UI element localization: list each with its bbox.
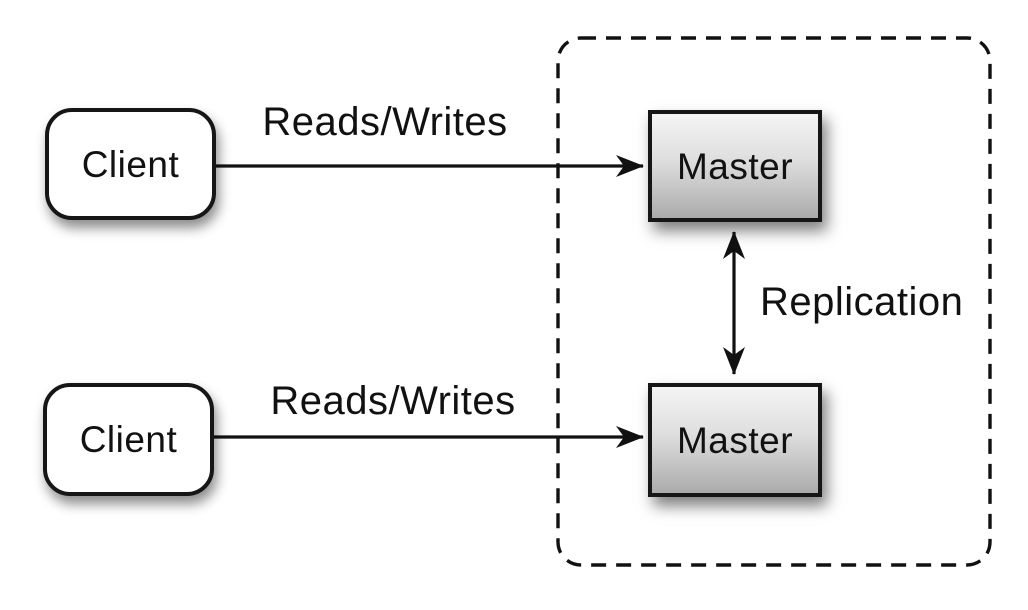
client-node-bottom-label: Client xyxy=(79,419,178,460)
reads-writes-label-top: Reads/Writes xyxy=(262,100,508,144)
replication-label: Replication xyxy=(760,280,964,324)
client-node-top: Client xyxy=(45,108,216,220)
client-node-bottom: Client xyxy=(43,383,214,496)
reads-writes-label-bottom: Reads/Writes xyxy=(270,379,516,423)
client-node-top-label: Client xyxy=(81,143,180,185)
master-node-top: Master xyxy=(648,110,822,222)
master-node-top-label: Master xyxy=(676,145,794,187)
master-node-bottom: Master xyxy=(648,383,822,497)
master-node-bottom-label: Master xyxy=(676,419,794,461)
replication-boundary xyxy=(556,36,992,567)
